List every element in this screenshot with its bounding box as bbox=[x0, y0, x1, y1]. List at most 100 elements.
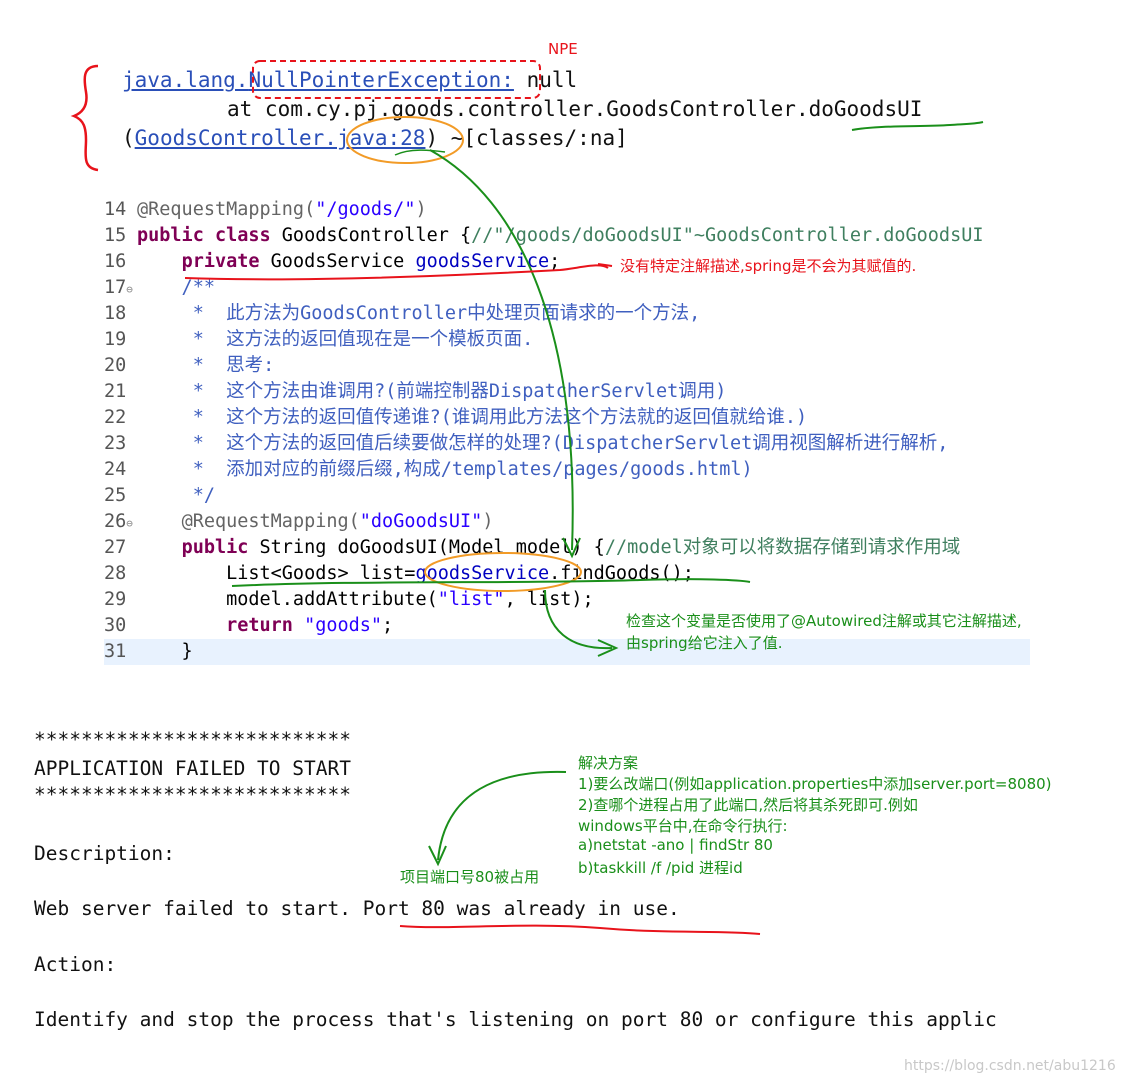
red-arrow-note16 bbox=[597, 263, 613, 267]
code-line: 21 * 这个方法由谁调用?(前端控制器DispatcherServlet调用) bbox=[104, 379, 1030, 405]
line-number: 20 bbox=[104, 355, 127, 376]
console-description-text: Web server failed to start. Port 80 was … bbox=[34, 897, 680, 920]
code-text: public class GoodsController {//"/goods/… bbox=[137, 225, 984, 246]
stack-line-3: (GoodsController.java:28) ~[classes/:na] bbox=[122, 126, 628, 150]
solution-line-5: b)taskkill /f /pid 进程id bbox=[578, 859, 743, 877]
green-arrow-to-note bbox=[544, 589, 613, 650]
code-line: 30 return "goods"; bbox=[104, 613, 1030, 639]
code-line: 15 public class GoodsController {//"/good… bbox=[104, 223, 1030, 249]
code-line: 24 * 添加对应的前缀后缀,构成/templates/pages/goods.… bbox=[104, 457, 1030, 483]
green-arrowhead-description bbox=[428, 845, 447, 867]
stack-paren: ( bbox=[122, 126, 135, 150]
watermark: https://blog.csdn.net/abu1216 bbox=[904, 1058, 1116, 1074]
code-line: 19 * 这方法的返回值现在是一个模板页面. bbox=[104, 327, 1030, 353]
line-number: 23 bbox=[104, 433, 127, 454]
code-line: 17⊖ /** bbox=[104, 275, 1030, 301]
code-line: 16 private GoodsService goodsService; bbox=[104, 249, 1030, 275]
stack-classes: ) ~[classes/:na] bbox=[425, 126, 628, 150]
console-title: APPLICATION FAILED TO START bbox=[34, 757, 351, 780]
line-number: 19 bbox=[104, 329, 127, 350]
line-number: 26⊖ bbox=[104, 511, 133, 532]
line-number: 24 bbox=[104, 459, 127, 480]
line-number: 22 bbox=[104, 407, 127, 428]
code-line: 23 * 这个方法的返回值后续要做怎样的处理?(DispatcherServle… bbox=[104, 431, 1030, 457]
code-text: /** bbox=[137, 277, 215, 298]
green-underline-line28 bbox=[231, 578, 751, 587]
stack-exception-link[interactable]: NullPointerException: bbox=[248, 68, 514, 92]
code-text: @RequestMapping("/goods/") bbox=[137, 199, 427, 220]
line-number: 18 bbox=[104, 303, 127, 324]
code-text: model.addAttribute("list", list); bbox=[137, 589, 594, 610]
console-stars-top: *************************** bbox=[34, 728, 351, 751]
green-arrow-to-line28 bbox=[429, 149, 574, 551]
npe-dashed-box bbox=[252, 60, 541, 99]
code-line: 18 * 此方法为GoodsController中处理页面请求的一个方法, bbox=[104, 301, 1030, 327]
note-port-occupied: 项目端口号80被占用 bbox=[400, 868, 540, 886]
line-number: 27 bbox=[104, 537, 127, 558]
code-line-current: 31 } bbox=[104, 639, 1030, 665]
solution-title: 解决方案 bbox=[578, 754, 639, 772]
line-number: 15 bbox=[104, 225, 127, 246]
green-arrow-to-description bbox=[437, 770, 567, 861]
red-brace bbox=[70, 64, 99, 172]
green-arrowhead-note bbox=[597, 639, 619, 657]
code-text: * 这个方法由谁调用?(前端控制器DispatcherServlet调用) bbox=[137, 381, 727, 402]
solution-line-4: a)netstat -ano | findStr 80 bbox=[578, 836, 773, 854]
code-text: * 这个方法的返回值传递谁?(谁调用此方法这个方法就的返回值就给谁.) bbox=[137, 407, 808, 428]
red-underline-port80 bbox=[399, 924, 761, 935]
note-check-line-1: 检查这个变量是否使用了@Autowired注解或其它注解描述, bbox=[626, 612, 1022, 630]
desc-text-part: Web server failed to start. bbox=[34, 897, 363, 920]
solution-line-1: 1)要么改端口(例如application.properties中添加serve… bbox=[578, 775, 1052, 793]
code-text: @RequestMapping("doGoodsUI") bbox=[181, 511, 494, 532]
green-underline-dogoodsui bbox=[851, 121, 984, 131]
code-text: public String doGoodsUI(Model model) {//… bbox=[181, 537, 961, 558]
code-text: List<Goods> list=goodsService.findGoods(… bbox=[137, 563, 694, 584]
stack-line-1: java.lang.NullPointerException: null bbox=[122, 68, 577, 92]
code-text: * 添加对应的前缀后缀,构成/templates/pages/goods.htm… bbox=[137, 459, 753, 480]
line-number: 31 bbox=[104, 641, 127, 662]
orange-ellipse-goodsservice bbox=[424, 552, 582, 592]
green-marks-trace bbox=[394, 149, 446, 156]
note-check-line-2: 由spring给它注入了值. bbox=[626, 634, 783, 652]
code-text: * 这方法的返回值现在是一个模板页面. bbox=[137, 329, 534, 350]
line-number: 28 bbox=[104, 563, 127, 584]
code-line: 28 List<Goods> list=goodsService.findGoo… bbox=[104, 561, 1030, 587]
line-number: 21 bbox=[104, 381, 127, 402]
stack-source-link[interactable]: GoodsController.java:28 bbox=[134, 126, 426, 150]
code-text: * 思考: bbox=[137, 355, 275, 376]
desc-text-port: Port 80 was already in use. bbox=[362, 897, 680, 920]
stack-line-2: at com.cy.pj.goods.controller.GoodsContr… bbox=[227, 97, 923, 121]
console-action-label: Action: bbox=[34, 953, 117, 976]
code-text: * 此方法为GoodsController中处理页面请求的一个方法, bbox=[137, 303, 701, 324]
red-underline-line16 bbox=[184, 264, 609, 281]
code-line: 25 */ bbox=[104, 483, 1030, 509]
note-no-annotation: 没有特定注解描述,spring是不会为其赋值的. bbox=[620, 257, 917, 275]
line-number: 25 bbox=[104, 485, 127, 506]
stack-message: null bbox=[513, 68, 578, 92]
console-stars-bottom: *************************** bbox=[34, 783, 351, 806]
code-text: return "goods"; bbox=[226, 615, 394, 636]
stack-package[interactable]: java.lang. bbox=[122, 68, 249, 92]
solution-line-2: 2)查哪个进程占用了此端口,然后将其杀死即可.例如 bbox=[578, 796, 918, 814]
green-arrowhead-line28 bbox=[562, 537, 581, 559]
line-number: 29 bbox=[104, 589, 127, 610]
line-number: 30 bbox=[104, 615, 127, 636]
code-text: */ bbox=[137, 485, 215, 506]
line-number: 14 bbox=[104, 199, 127, 220]
orange-ellipse-line28 bbox=[346, 116, 464, 164]
line-number: 16 bbox=[104, 251, 127, 272]
code-text: } bbox=[137, 641, 193, 662]
code-text: * 这个方法的返回值后续要做怎样的处理?(DispatcherServlet调用… bbox=[137, 433, 949, 454]
code-line: 26⊖ @RequestMapping("doGoodsUI") bbox=[104, 509, 1030, 535]
console-description-label: Description: bbox=[34, 842, 175, 865]
code-line: 29 model.addAttribute("list", list); bbox=[104, 587, 1030, 613]
code-line: 22 * 这个方法的返回值传递谁?(谁调用此方法这个方法就的返回值就给谁.) bbox=[104, 405, 1030, 431]
code-line: 20 * 思考: bbox=[104, 353, 1030, 379]
line-number: 17⊖ bbox=[104, 277, 133, 298]
code-line: 14 @RequestMapping("/goods/") bbox=[104, 197, 1030, 223]
code-line: 27 public String doGoodsUI(Model model) … bbox=[104, 535, 1030, 561]
code-text: private GoodsService goodsService; bbox=[181, 251, 561, 272]
solution-line-3: windows平台中,在命令行执行: bbox=[578, 817, 788, 835]
npe-label: NPE bbox=[548, 40, 578, 58]
